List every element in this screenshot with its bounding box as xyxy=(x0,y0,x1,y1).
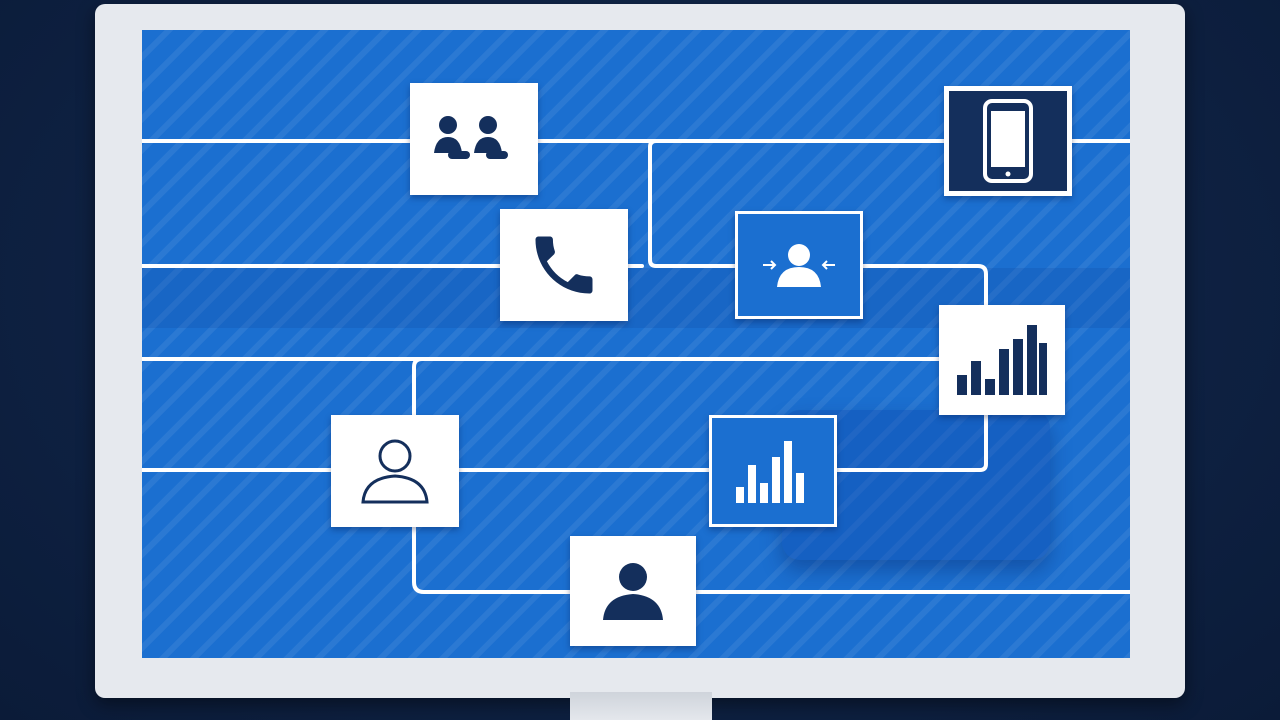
people-connection-icon xyxy=(426,113,522,165)
user-solid-node[interactable] xyxy=(570,536,696,646)
mobile-device-node-inner xyxy=(949,91,1067,191)
phone-handset-icon xyxy=(526,227,602,303)
people-handshake-node[interactable] xyxy=(410,83,538,195)
smartphone-icon xyxy=(983,99,1033,183)
user-share-icon xyxy=(759,239,839,291)
monitor-screen xyxy=(142,30,1130,658)
mobile-device-node[interactable] xyxy=(944,86,1072,196)
monitor-stand xyxy=(570,692,712,720)
bar-chart-icon xyxy=(955,323,1049,397)
user-outline-icon xyxy=(358,436,432,506)
bar-chart-small-node[interactable] xyxy=(709,415,837,527)
bar-chart-large-node[interactable] xyxy=(939,305,1065,415)
bar-chart-icon xyxy=(734,437,812,505)
user-outline-node[interactable] xyxy=(331,415,459,527)
phone-call-node[interactable] xyxy=(500,209,628,321)
contact-share-node[interactable] xyxy=(735,211,863,319)
user-solid-icon xyxy=(601,560,665,622)
